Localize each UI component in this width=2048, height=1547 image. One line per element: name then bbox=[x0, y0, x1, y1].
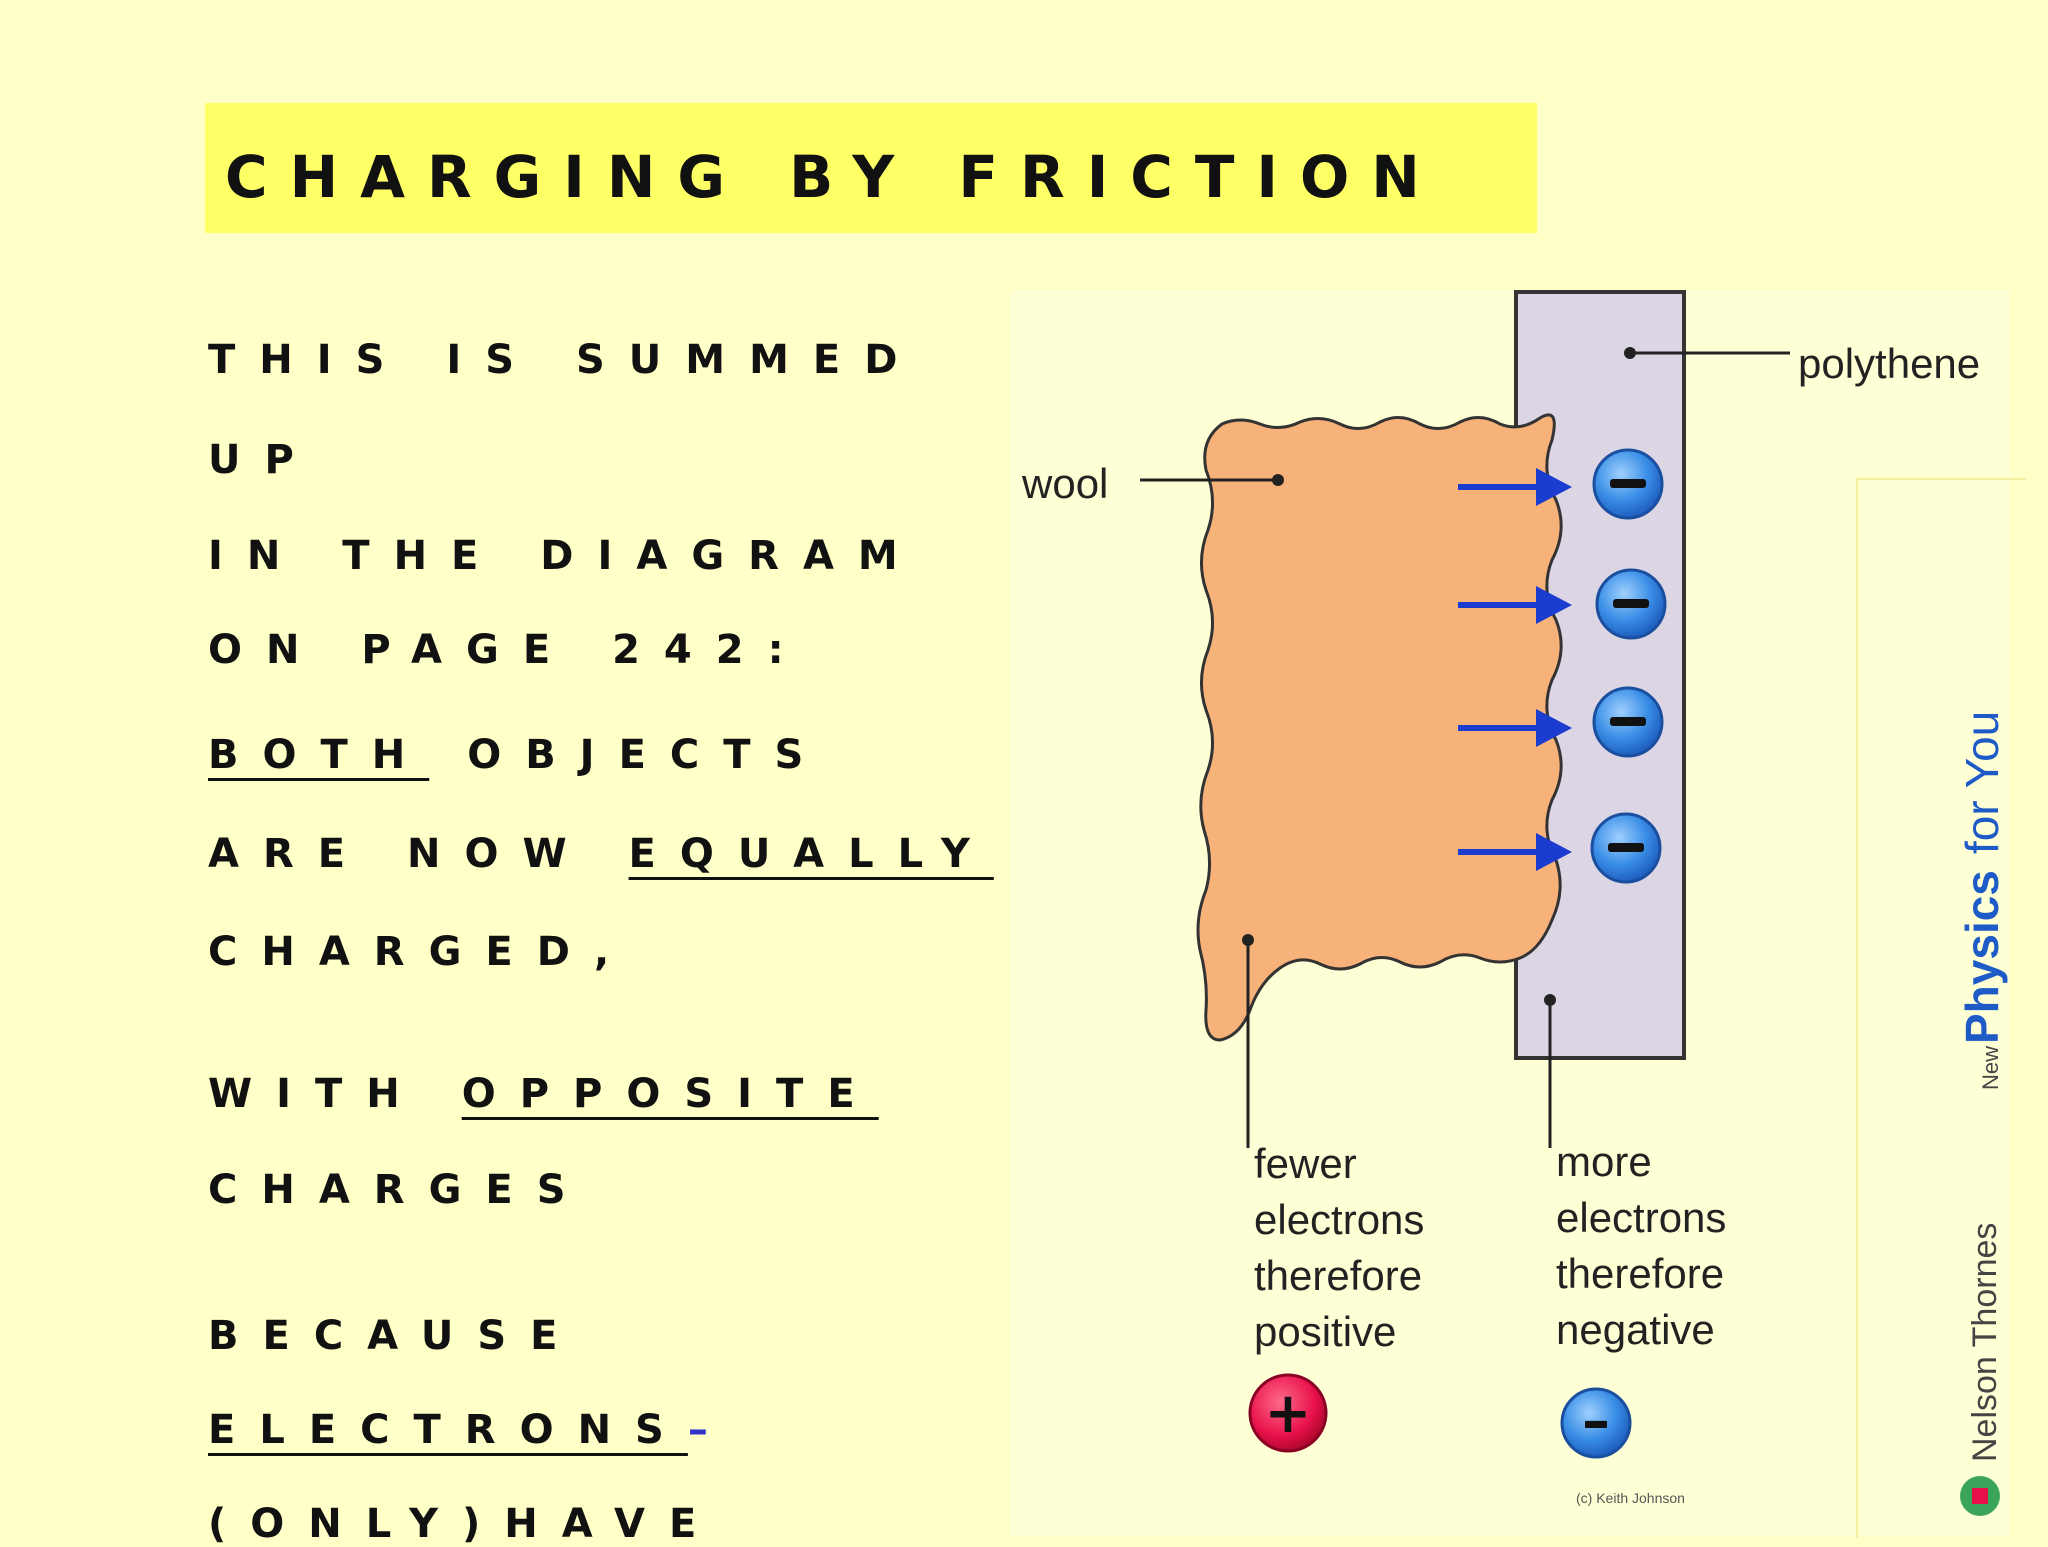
right-caption-3: therefore bbox=[1556, 1250, 1724, 1297]
brand-new-physics: New Physics for You bbox=[1956, 711, 2008, 1090]
polythene-label: polythene bbox=[1798, 340, 1980, 387]
wool-label: wool bbox=[1021, 460, 1108, 507]
arrow-4 bbox=[1458, 833, 1572, 871]
left-caption-3: therefore bbox=[1254, 1252, 1422, 1299]
blue-dash: – bbox=[687, 1407, 708, 1453]
brand-publisher: Nelson Thornes bbox=[1966, 1223, 2004, 1462]
publisher-logo-icon bbox=[1960, 1476, 2000, 1516]
right-caption-1: more bbox=[1556, 1138, 1652, 1185]
arrow-2 bbox=[1458, 586, 1572, 624]
left-caption-1: fewer bbox=[1254, 1140, 1357, 1187]
with-word: with bbox=[208, 1071, 462, 1117]
text-line-4: on page 242: bbox=[208, 627, 808, 673]
minus-sign: – bbox=[1582, 1389, 1610, 1454]
negative-charge-symbol: – bbox=[1560, 1387, 1632, 1459]
arrow-1 bbox=[1458, 468, 1572, 506]
text-line-charged: charged, bbox=[208, 929, 634, 975]
opposite-word: opposite bbox=[461, 1071, 879, 1117]
brand-for-you: for You bbox=[1956, 711, 2008, 854]
electron-3 bbox=[1592, 686, 1664, 758]
text-line-electrons: electrons– bbox=[208, 1410, 708, 1450]
text-line-charges: charges bbox=[208, 1167, 590, 1213]
brand-new: New bbox=[1978, 1046, 2003, 1090]
text-line-2: up bbox=[208, 437, 318, 483]
right-caption-2: electrons bbox=[1556, 1194, 1726, 1241]
text-line-1: This is summed bbox=[208, 337, 922, 383]
both-word: Both bbox=[208, 732, 430, 778]
equally-word: equally bbox=[628, 831, 994, 877]
wool-cloth bbox=[1196, 413, 1563, 1042]
text-line-opposite: with opposite bbox=[208, 1074, 879, 1114]
plus-sign: + bbox=[1265, 1381, 1312, 1446]
copyright-text: (c) Keith Johnson bbox=[1576, 1490, 1685, 1506]
publisher-name: Nelson Thornes bbox=[1966, 1223, 2004, 1462]
page-title: Charging by friction bbox=[225, 143, 1442, 211]
objects-word: objects bbox=[429, 732, 828, 778]
arrow-3 bbox=[1458, 709, 1572, 747]
left-caption-2: electrons bbox=[1254, 1196, 1424, 1243]
are-now-words: are now bbox=[208, 831, 629, 877]
text-line-because: because bbox=[208, 1313, 582, 1359]
text-line-both: Both objects bbox=[208, 735, 827, 775]
brand-physics: Physics bbox=[1956, 870, 2008, 1044]
electron-1 bbox=[1592, 448, 1664, 520]
electron-2 bbox=[1595, 568, 1667, 640]
positive-charge-symbol: + bbox=[1248, 1373, 1328, 1453]
side-panel bbox=[1856, 478, 2026, 1538]
right-caption-4: negative bbox=[1556, 1306, 1715, 1353]
title-bar: Charging by friction bbox=[205, 103, 1537, 233]
left-caption-4: positive bbox=[1254, 1308, 1396, 1355]
electrons-word: electrons bbox=[208, 1407, 688, 1453]
electron-4 bbox=[1590, 812, 1662, 884]
text-line-equally: are now equally bbox=[208, 834, 994, 874]
text-line-3: in the diagram bbox=[208, 533, 922, 579]
